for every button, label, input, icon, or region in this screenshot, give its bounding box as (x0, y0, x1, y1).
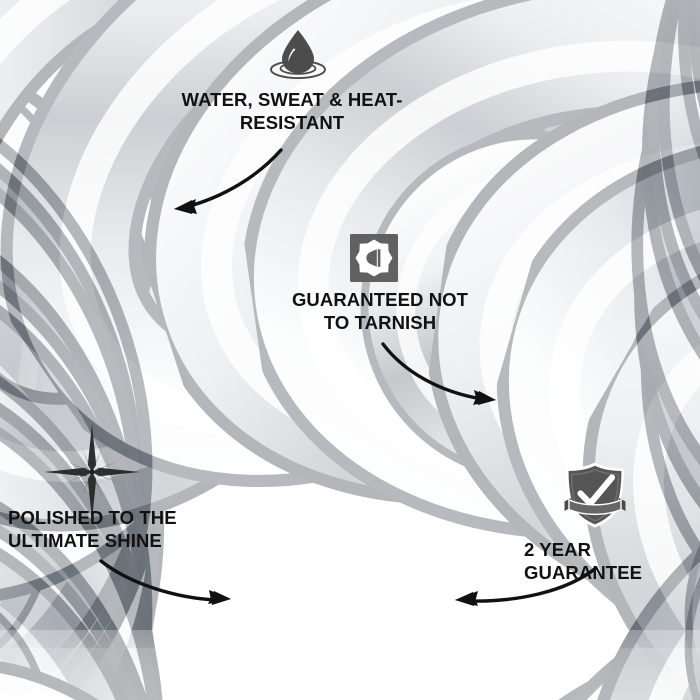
water-drop-icon (266, 28, 330, 82)
feature-label-warranty: 2 YEAR GUARANTEE (524, 539, 643, 583)
arrow-to-bottom-left-chain (99, 559, 231, 605)
tarnish-shield-badge-icon (350, 234, 398, 282)
sparkle-star-icon (42, 422, 142, 522)
feature-label-water-resistant: WATER, SWEAT & HEAT- RESISTANT (181, 89, 403, 133)
feature-label-no-tarnish: GUARANTEED NOT TO TARNISH (291, 289, 469, 333)
feature-label-polished: POLISHED TO THE ULTIMATE SHINE (8, 507, 177, 551)
arrow-to-right-chain (381, 342, 496, 405)
shield-check-icon (560, 460, 630, 530)
arrow-to-upper-left-chain (174, 148, 283, 214)
arrow-to-bottom-right-chain (455, 566, 598, 606)
